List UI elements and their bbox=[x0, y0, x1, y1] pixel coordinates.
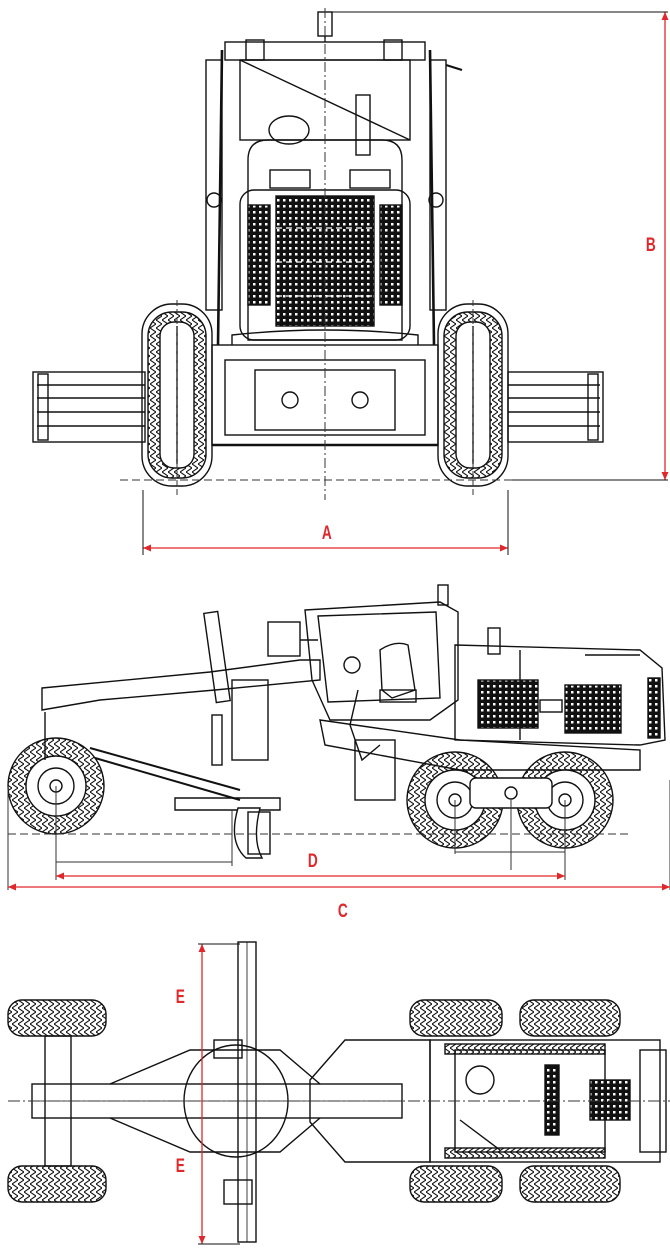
top-view bbox=[7, 941, 667, 1243]
dimension-b-line bbox=[661, 12, 669, 480]
side-cab bbox=[267, 584, 459, 762]
dimension-e-top-label: E bbox=[175, 987, 185, 1008]
dimension-a-label: A bbox=[321, 523, 332, 544]
dimension-e-bottom-label: E bbox=[175, 1156, 185, 1177]
front-blade-left bbox=[32, 371, 146, 443]
front-view bbox=[32, 11, 604, 487]
top-front-wheel-lower bbox=[7, 1165, 107, 1203]
dimension-d-label: D bbox=[307, 851, 318, 872]
side-reference-lines bbox=[7, 780, 670, 890]
top-front-wheel-upper bbox=[7, 999, 107, 1037]
top-rear-wheel-2 bbox=[519, 999, 621, 1037]
dimension-b-label: B bbox=[645, 235, 656, 256]
dimension-c-line bbox=[8, 883, 670, 891]
top-rear-wheel-3 bbox=[409, 1165, 503, 1203]
side-view bbox=[7, 584, 666, 859]
extension-lines bbox=[142, 11, 668, 1245]
dimension-a-line bbox=[143, 544, 508, 552]
dimension-e-line bbox=[198, 944, 206, 1244]
side-engine-body bbox=[454, 627, 666, 746]
dimension-lines bbox=[8, 12, 670, 1244]
top-rear-wheel-1 bbox=[409, 999, 503, 1037]
dimension-d-line bbox=[56, 872, 565, 880]
front-blade-right bbox=[507, 371, 604, 443]
top-rear-wheel-4 bbox=[519, 1165, 621, 1203]
front-centerlines bbox=[120, 8, 520, 500]
dimension-c-label: C bbox=[337, 901, 348, 922]
